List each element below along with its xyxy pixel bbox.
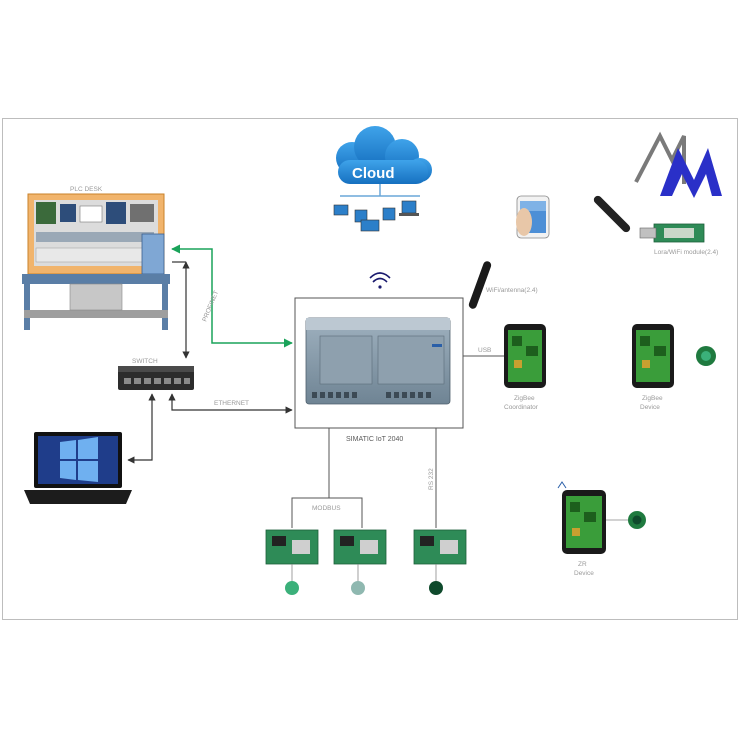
zigbee-device-line2: Device <box>640 404 660 411</box>
zigbee-coordinator-line1: ZigBee <box>514 395 535 402</box>
cloud-icon: Cloud <box>333 126 432 232</box>
company-logo <box>634 131 722 198</box>
smartphone-icon <box>516 195 550 239</box>
network-switch-icon <box>118 366 194 390</box>
zigbee-coordinator-line2: Coordinator <box>504 404 539 411</box>
zigbee-coordinator-icon <box>504 324 546 388</box>
antenna-label: WiFi/antenna(2.4) <box>486 287 538 294</box>
field-module-1 <box>265 529 319 595</box>
profinet-link <box>171 244 293 348</box>
field-module-3 <box>413 529 467 595</box>
modbus-label: MODBUS <box>312 505 341 512</box>
wireless-module-icon <box>593 195 705 243</box>
antenna-icon <box>468 261 492 309</box>
ethernet-label: ETHERNET <box>214 400 249 407</box>
plc-desk-icon <box>22 193 170 330</box>
zr-device-line2: Device <box>574 570 594 577</box>
gateway-device-icon <box>305 317 451 405</box>
gateway-label: SIMATIC IoT 2040 <box>346 436 403 443</box>
field-module-2 <box>333 529 387 595</box>
profinet-label: PROFINET <box>201 290 220 323</box>
modbus-bus <box>291 497 363 528</box>
wireless-module-label: Lora/WiFi module(2.4) <box>654 249 718 256</box>
plc-desk-label: PLC DESK <box>70 186 103 193</box>
laptop-link <box>127 393 156 464</box>
zigbee-device-icon <box>632 324 716 388</box>
zr-device-icon <box>557 481 646 554</box>
cloud-label: Cloud <box>352 165 395 182</box>
laptop-icon <box>24 432 132 504</box>
usb-label: USB <box>478 347 491 354</box>
wifi-icon <box>369 272 391 289</box>
rs232-label: RS 232 <box>428 468 435 490</box>
zr-device-line1: ZR <box>578 561 587 568</box>
switch-label: SWITCH <box>132 358 158 365</box>
ethernet-link <box>168 393 293 414</box>
zigbee-device-line1: ZigBee <box>642 395 663 402</box>
